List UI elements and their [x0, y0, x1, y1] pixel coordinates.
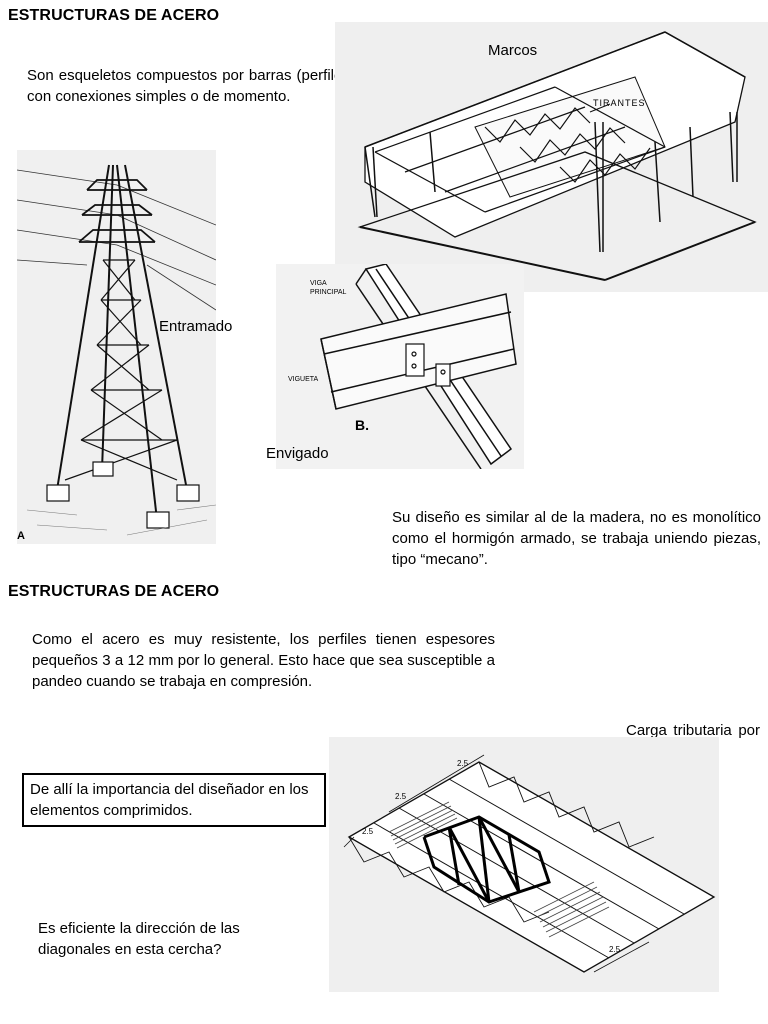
- frames-drawing: [357, 31, 757, 281]
- tower-corner-letter: A: [17, 530, 25, 542]
- dimension-4: 2.5: [609, 945, 621, 954]
- dimension-1: 2.5: [457, 759, 469, 768]
- tower-label: Entramado: [159, 318, 233, 335]
- design-note-paragraph: Su diseño es similar al de la madera, no…: [392, 509, 761, 568]
- section1-heading: ESTRUCTURAS DE ACERO: [8, 7, 220, 24]
- joist-tag: VIGUETA: [288, 376, 319, 383]
- truss-illustration: 2.5 2.5 2.5 2.5: [329, 737, 719, 992]
- beam-label: Envigado: [266, 445, 329, 462]
- boxed-note: De allí la importancia del diseñador en …: [22, 773, 326, 827]
- beam-drawing: [320, 264, 517, 469]
- dimension-2: 2.5: [395, 792, 407, 801]
- intro-paragraph: Son esqueletos compuestos por barras (pe…: [27, 67, 359, 105]
- beam-corner-letter: B.: [355, 417, 369, 433]
- tirantes-tag: TIRANTES: [593, 98, 646, 108]
- tower-illustration: A: [17, 150, 216, 544]
- section2-heading: ESTRUCTURAS DE ACERO: [8, 583, 220, 600]
- frames-illustration: Marcos TIRANTES: [335, 22, 768, 292]
- frames-label: Marcos: [488, 42, 538, 59]
- dimension-3: 2.5: [362, 827, 374, 836]
- main-beam-tag: VIGA PRINCIPAL: [310, 280, 347, 296]
- truss-drawing: [343, 754, 716, 973]
- steel-paragraph: Como el acero es muy resistente, los per…: [32, 631, 495, 690]
- beam-illustration: VIGA PRINCIPAL VIGUETA B.: [276, 264, 524, 469]
- tower-drawing: [17, 164, 216, 536]
- question-paragraph: Es eficiente la dirección de las diagona…: [38, 920, 240, 958]
